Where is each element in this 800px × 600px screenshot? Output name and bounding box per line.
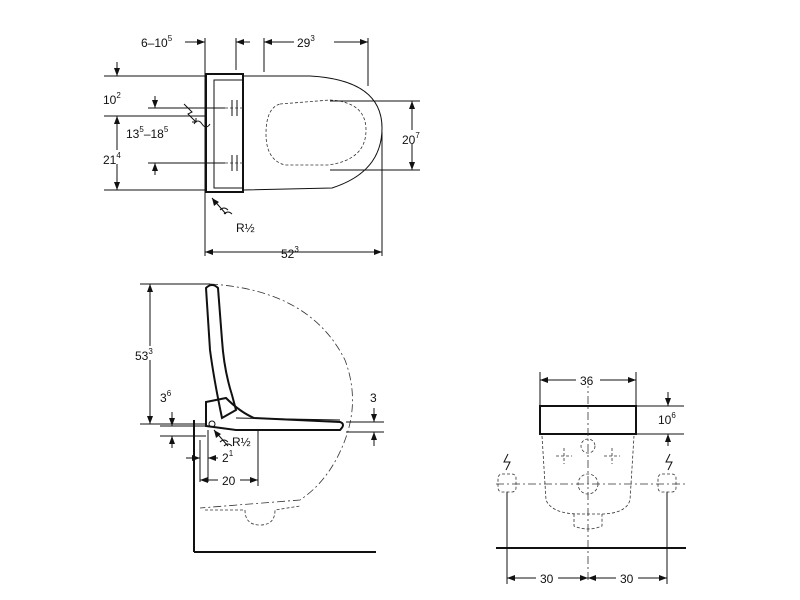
dim-depth-arrow-l	[200, 477, 208, 483]
side-seat-body	[205, 396, 344, 431]
dim-inlet-offset-arrow-b	[208, 455, 216, 461]
dim-width-arrow-l	[540, 377, 548, 383]
dim-conn-range-arrow-b	[152, 163, 158, 171]
dim-conn-range-arrow-a	[152, 100, 158, 108]
dim-total-length-label: 523	[281, 245, 299, 261]
dim-height-arrow-t	[147, 284, 153, 292]
dim-left-arrow-r	[580, 575, 588, 581]
side-lid-arc	[199, 283, 353, 509]
dim-bowl-height-bg	[398, 130, 434, 144]
water-inlet-label-top: R½	[236, 221, 255, 235]
top-seat-outline	[242, 75, 383, 191]
dim-front-height-label: 106	[658, 411, 676, 427]
dim-right-label: 30	[620, 572, 634, 586]
dim-inlet-offset-label: 21	[222, 449, 234, 465]
top-rear-inner	[213, 79, 244, 189]
dim-right-bg	[616, 570, 638, 584]
front-connection-left	[497, 473, 517, 493]
side-raised-lid	[204, 284, 238, 420]
side-view: 533 36 3 R½ 21 20	[133, 283, 384, 553]
front-hole-top	[580, 438, 596, 454]
top-view: 6–105 293 102 135–185 214	[100, 33, 434, 261]
dim-inlet-offset-arrow-a	[192, 455, 200, 461]
dim-seat-width-arrow-l	[264, 39, 272, 45]
side-bowl-outline	[205, 505, 301, 526]
electric-icon-top	[183, 103, 197, 123]
dim-bowl-height-label: 207	[402, 131, 420, 147]
dim-conn-range-bg	[124, 124, 186, 138]
dim-depth-label: 20	[222, 474, 236, 488]
electric-icon-left	[503, 453, 511, 471]
dim-small-right-arrow-a	[371, 414, 377, 422]
dim-width-arrow-r	[628, 377, 636, 383]
dim-small-left-label: 36	[160, 389, 172, 405]
side-water-inlet-label: R½	[232, 435, 251, 449]
dim-width-bg	[576, 372, 600, 386]
front-view: 36 106 30 30	[496, 372, 686, 586]
dim-left-bg	[536, 570, 558, 584]
front-connection-right	[657, 473, 677, 493]
side-hinge-circle	[208, 420, 216, 428]
dim-lower-label: 214	[103, 151, 121, 167]
dim-height-bg	[133, 346, 167, 360]
dim-depth-bg	[218, 472, 240, 486]
dim-top-water-arrow-a	[114, 68, 120, 76]
dim-bowl-height-arrow-t	[409, 101, 415, 109]
dim-total-length-arrow-l	[205, 249, 213, 255]
dim-small-right-arrow-b	[371, 432, 377, 440]
front-bowl-outline	[541, 435, 635, 515]
dim-front-height-arrow-a	[665, 398, 671, 406]
dim-seat-width-arrow-r	[360, 39, 368, 45]
dim-left-arrow-l	[507, 575, 515, 581]
dim-offset-arrow-left	[197, 39, 205, 45]
dim-front-height-arrow-b	[665, 434, 671, 442]
side-water-arrowhead	[214, 430, 221, 438]
dim-depth-arrow-r	[250, 477, 258, 483]
dim-right-arrow-r	[659, 575, 667, 581]
dim-left-label: 30	[540, 572, 554, 586]
dim-seat-width-label: 293	[297, 34, 315, 50]
dim-offset-label: 6–105	[141, 34, 173, 50]
side-water-wave-icon	[219, 439, 233, 447]
dim-height-label: 533	[135, 347, 153, 363]
dim-top-water-label: 102	[103, 91, 121, 107]
dim-small-left-arrow-b	[169, 436, 175, 444]
water-inlet-arrowhead-top	[212, 198, 219, 206]
dim-total-length-arrow-r	[374, 249, 382, 255]
dim-small-right-label: 3	[370, 391, 377, 405]
dim-right-arrow-l	[588, 575, 596, 581]
dim-offset-arrow-right	[236, 39, 244, 45]
dim-lower-bg	[100, 150, 134, 164]
dim-width-label: 36	[580, 374, 594, 388]
dim-lower-arrow	[114, 182, 120, 190]
dim-height-arrow-b	[147, 416, 153, 424]
dim-small-left-arrow-a	[169, 418, 175, 426]
water-wave-icon-top	[219, 207, 233, 215]
front-outlet-circle	[577, 473, 599, 495]
wavy-line-top	[193, 120, 211, 128]
top-seat-opening	[265, 99, 367, 166]
dim-seat-width-bg	[294, 33, 334, 47]
electric-icon-right	[665, 453, 673, 471]
top-rear-unit	[205, 73, 244, 193]
dim-conn-range-label: 135–185	[126, 125, 169, 141]
side-seat-line	[235, 417, 341, 421]
dim-bowl-height-arrow-b	[409, 162, 415, 170]
